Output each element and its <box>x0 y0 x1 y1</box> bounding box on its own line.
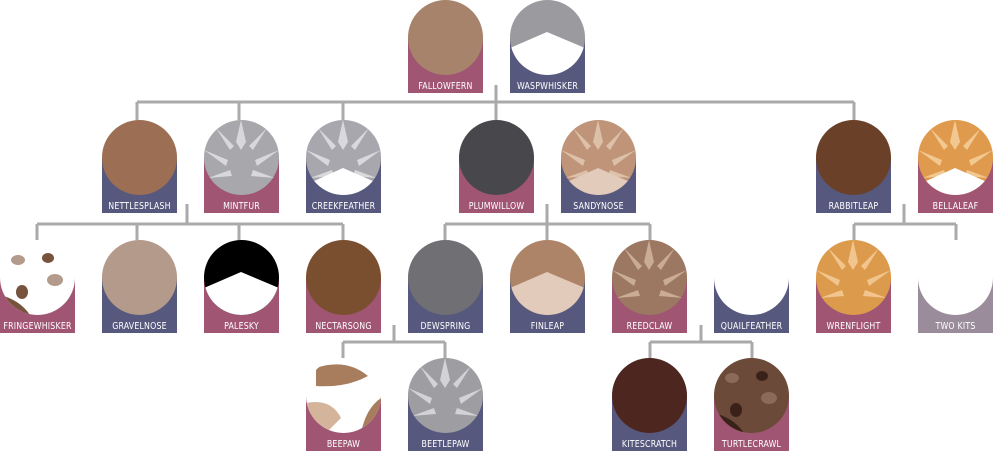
cat-mintfur[interactable]: MINTFUR <box>204 120 279 213</box>
cat-name: MINTFUR <box>223 201 260 212</box>
cat-name: DEWSPRING <box>420 321 471 332</box>
pelt-portrait <box>714 240 789 315</box>
cat-nectarsong[interactable]: NECTARSONG <box>306 240 381 333</box>
pelt-portrait <box>918 120 993 195</box>
cat-waspwhisker[interactable]: WASPWHISKER <box>510 0 585 93</box>
pelt-portrait <box>612 240 687 315</box>
pelt-portrait <box>714 358 789 433</box>
cat-quailfeather[interactable]: QUAILFEATHER <box>714 240 789 333</box>
cat-fallowfern[interactable]: FALLOWFERN <box>408 0 483 93</box>
cat-name: BEETLEPAW <box>421 439 470 450</box>
pelt-portrait <box>204 120 279 195</box>
pelt-portrait <box>612 358 687 433</box>
cat-rabbitleap[interactable]: RABBITLEAP <box>816 120 891 213</box>
pelt-portrait <box>306 240 381 315</box>
pelt-portrait <box>459 120 534 195</box>
cat-name: QUAILFEATHER <box>720 321 783 332</box>
cat-name: BELLALEAF <box>932 201 979 212</box>
cat-name: WASPWHISKER <box>516 81 579 92</box>
pelt-portrait <box>408 358 483 433</box>
cat-sandynose[interactable]: SANDYNOSE <box>561 120 636 213</box>
pelt-portrait <box>918 240 993 315</box>
cat-creekfeather[interactable]: CREEKFEATHER <box>306 120 381 213</box>
cat-name: FALLOWFERN <box>418 81 473 92</box>
pelt-portrait <box>816 120 891 195</box>
cat-name: BEEPAW <box>326 439 361 450</box>
pelt-portrait <box>306 120 381 195</box>
pelt-portrait <box>408 240 483 315</box>
cat-name: WRENFLIGHT <box>826 321 881 332</box>
cat-name: KITESCRATCH <box>621 439 678 450</box>
pelt-portrait <box>0 240 75 315</box>
cat-name: FRINGEWHISKER <box>3 321 72 332</box>
cat-name: CREEKFEATHER <box>311 201 376 212</box>
cat-name: GRAVELNOSE <box>112 321 167 332</box>
cat-finleap[interactable]: FINLEAP <box>510 240 585 333</box>
cat-name: PLUMWILLOW <box>468 201 525 212</box>
cat-dewspring[interactable]: DEWSPRING <box>408 240 483 333</box>
cat-nettlesplash[interactable]: NETTLESPLASH <box>102 120 177 213</box>
pelt-portrait <box>204 240 279 315</box>
pelt-portrait <box>510 240 585 315</box>
cat-name: NECTARSONG <box>315 321 372 332</box>
pelt-portrait <box>408 0 483 75</box>
cat-kitescratch[interactable]: KITESCRATCH <box>612 358 687 451</box>
pelt-portrait <box>561 120 636 195</box>
pelt-portrait <box>102 120 177 195</box>
cat-name: SANDYNOSE <box>573 201 624 212</box>
cat-two-kits[interactable]: TWO KITS <box>918 240 993 333</box>
pelt-portrait <box>510 0 585 75</box>
cat-reedclaw[interactable]: REEDCLAW <box>612 240 687 333</box>
pelt-portrait <box>102 240 177 315</box>
cat-name: NETTLESPLASH <box>108 201 171 212</box>
cat-name: TURTLECRAWL <box>721 439 782 450</box>
cat-plumwillow[interactable]: PLUMWILLOW <box>459 120 534 213</box>
cat-wrenflight[interactable]: WRENFLIGHT <box>816 240 891 333</box>
cat-palesky[interactable]: PALESKY <box>204 240 279 333</box>
cat-fringewhisker[interactable]: FRINGEWHISKER <box>0 240 75 333</box>
cat-turtlecrawl[interactable]: TURTLECRAWL <box>714 358 789 451</box>
cat-name: REEDCLAW <box>626 321 673 332</box>
cat-bellaleaf[interactable]: BELLALEAF <box>918 120 993 213</box>
cat-beetlepaw[interactable]: BEETLEPAW <box>408 358 483 451</box>
cat-name: RABBITLEAP <box>828 201 879 212</box>
cat-name: PALESKY <box>224 321 259 332</box>
cat-gravelnose[interactable]: GRAVELNOSE <box>102 240 177 333</box>
pelt-portrait <box>306 358 381 433</box>
cat-name: FINLEAP <box>530 321 565 332</box>
cat-beepaw[interactable]: BEEPAW <box>306 358 381 451</box>
cat-name: TWO KITS <box>935 321 976 332</box>
pelt-portrait <box>816 240 891 315</box>
